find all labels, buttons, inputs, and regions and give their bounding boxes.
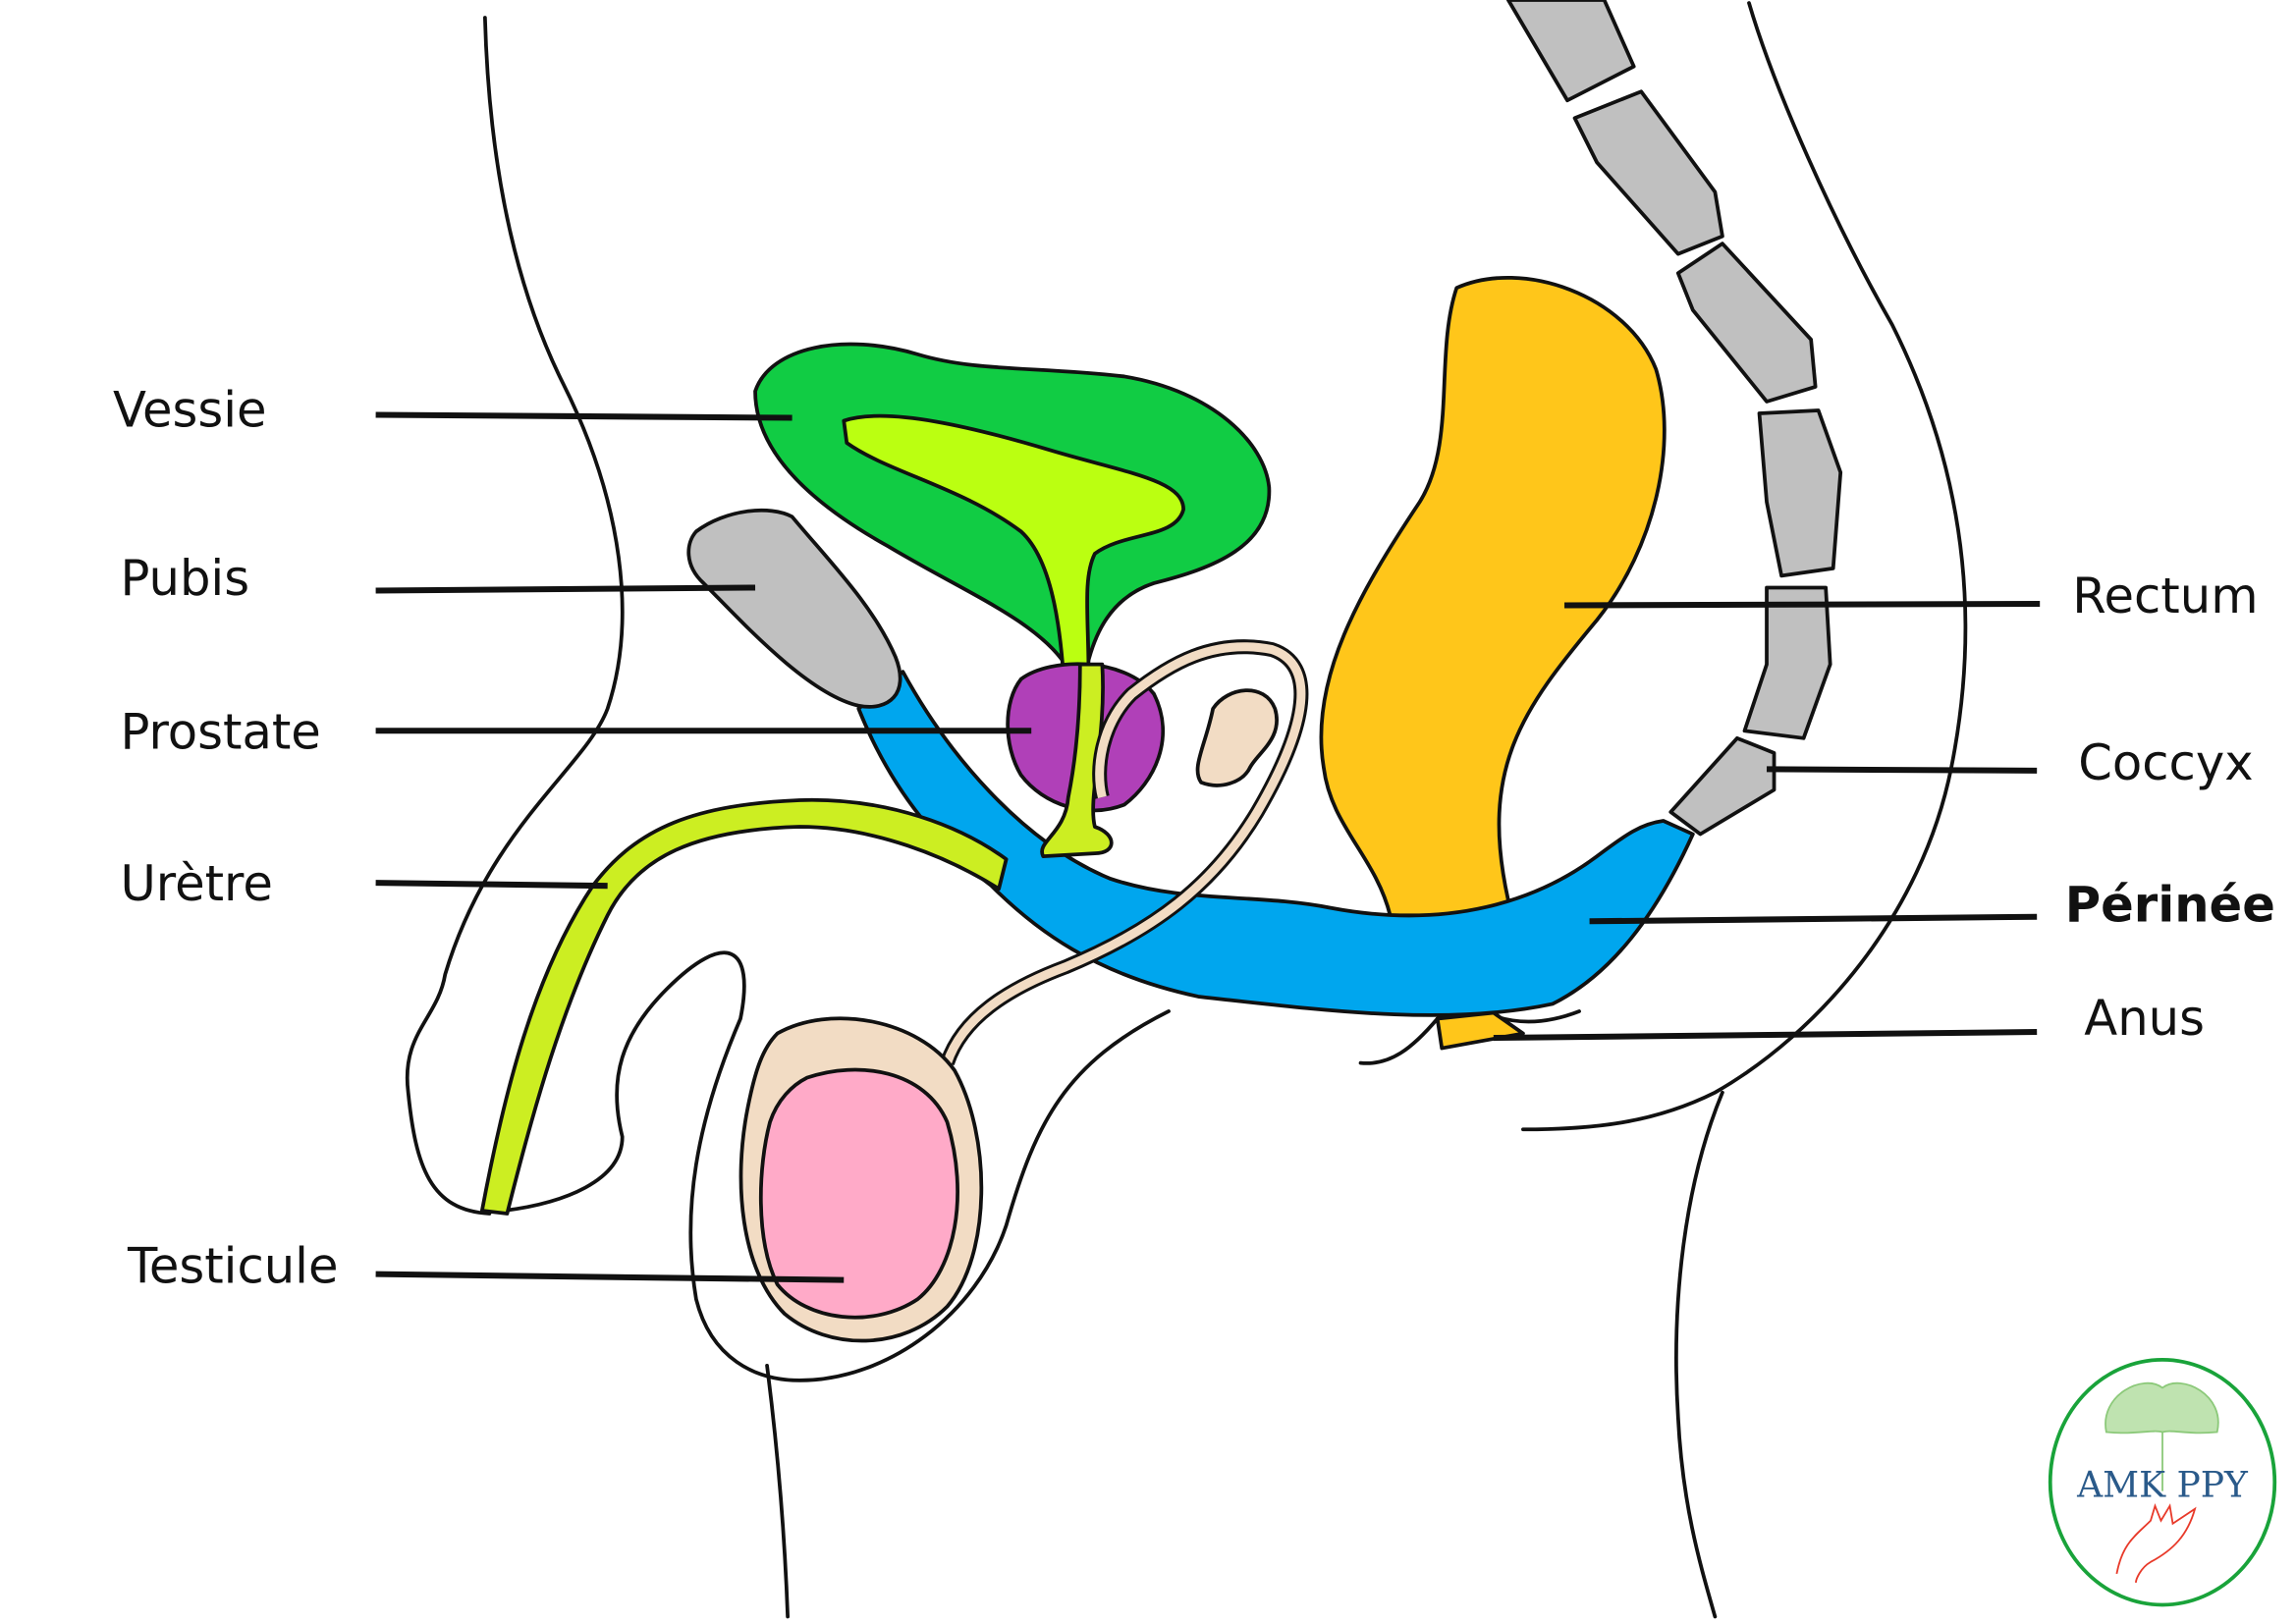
label-anus: Anus: [2084, 990, 2205, 1047]
ginkgo-leaf-icon: [2105, 1381, 2219, 1491]
amkppy-logo: AMK PPY: [2048, 1357, 2277, 1607]
vessie-inner-shape: [842, 413, 1185, 711]
label-testicule: Testicule: [127, 1238, 339, 1295]
rectum-shape: [1319, 275, 1667, 918]
pubis-shape: [686, 508, 902, 709]
label-prostate: Prostate: [120, 703, 320, 760]
uretre-shape: [479, 797, 1009, 1216]
anus-shape: [1435, 1010, 1525, 1051]
leader-lines: [375, 411, 2041, 1283]
label-perinee: Périnée: [2065, 876, 2275, 933]
coccyx-shape: [1668, 735, 1777, 837]
label-uretre: Urètre: [120, 855, 272, 912]
label-pubis: Pubis: [120, 550, 249, 607]
label-vessie: Vessie: [113, 382, 267, 439]
canal-deferent-fill: [943, 642, 1306, 1065]
spine-vertebrae: [1506, 0, 1843, 740]
hand-icon: [2115, 1502, 2197, 1584]
logo-text: AMK PPY: [2076, 1465, 2249, 1506]
perinee-shape: [856, 670, 1695, 1017]
body-outline: [405, 1, 1968, 1619]
testicule-shape: [758, 1067, 959, 1320]
label-rectum: Rectum: [2072, 568, 2258, 624]
label-coccyx: Coccyx: [2078, 734, 2253, 791]
epididyme: [1195, 688, 1279, 787]
